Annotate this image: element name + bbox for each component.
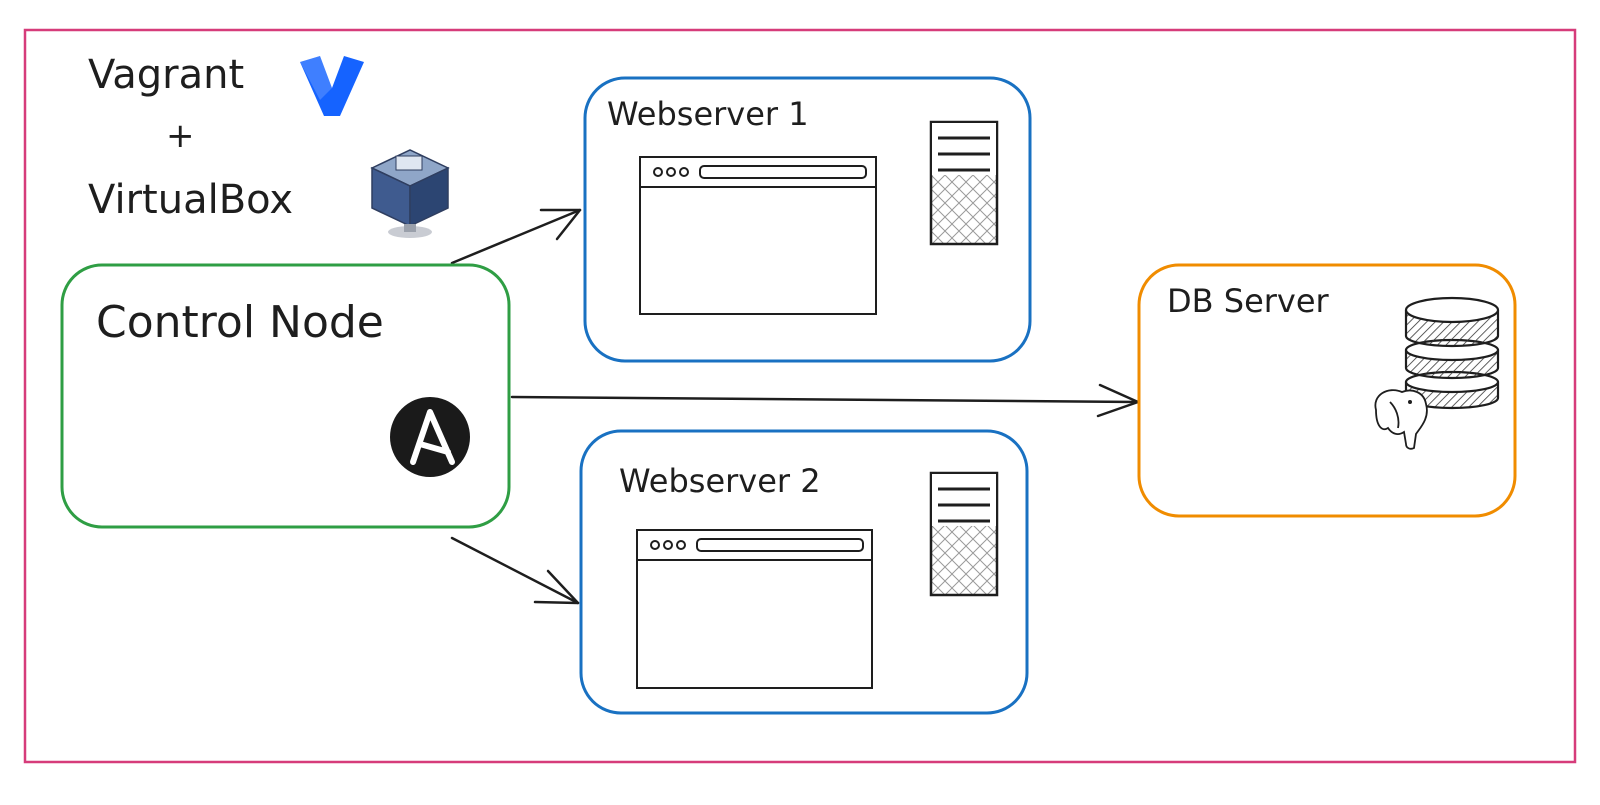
postgresql-elephant-icon	[1374, 389, 1428, 450]
ansible-logo-icon	[390, 397, 470, 477]
virtualbox-logo-icon	[370, 149, 450, 238]
edge-control-to-webserver2-head	[533, 569, 580, 605]
edge-control-to-webserver1	[450, 208, 582, 265]
webserver2-label: Webserver 2	[619, 462, 821, 500]
database-icon	[1404, 296, 1500, 410]
webserver1-label: Webserver 1	[607, 95, 809, 133]
webserver1-node: Webserver 1	[583, 76, 1032, 363]
db-server-label: DB Server	[1167, 282, 1330, 320]
legend-vagrant-label: Vagrant	[88, 52, 244, 98]
vagrant-logo-icon	[300, 56, 364, 116]
webserver2-node: Webserver 2	[579, 429, 1029, 715]
server-tower-icon	[929, 471, 999, 597]
outer-frame	[23, 28, 1577, 764]
edge-control-to-db	[510, 395, 1140, 404]
legend-virtualbox-label: VirtualBox	[88, 177, 293, 223]
db-server-node: DB Server	[1137, 263, 1517, 518]
control-node-label: Control Node	[96, 297, 384, 348]
legend-plus: +	[166, 116, 195, 156]
browser-window-icon	[639, 156, 877, 315]
edge-control-to-webserver2	[450, 536, 580, 605]
edge-control-to-webserver1-head	[539, 208, 582, 241]
control-node: Control Node	[60, 263, 511, 529]
server-tower-icon	[929, 120, 999, 246]
browser-window-icon	[636, 529, 873, 689]
